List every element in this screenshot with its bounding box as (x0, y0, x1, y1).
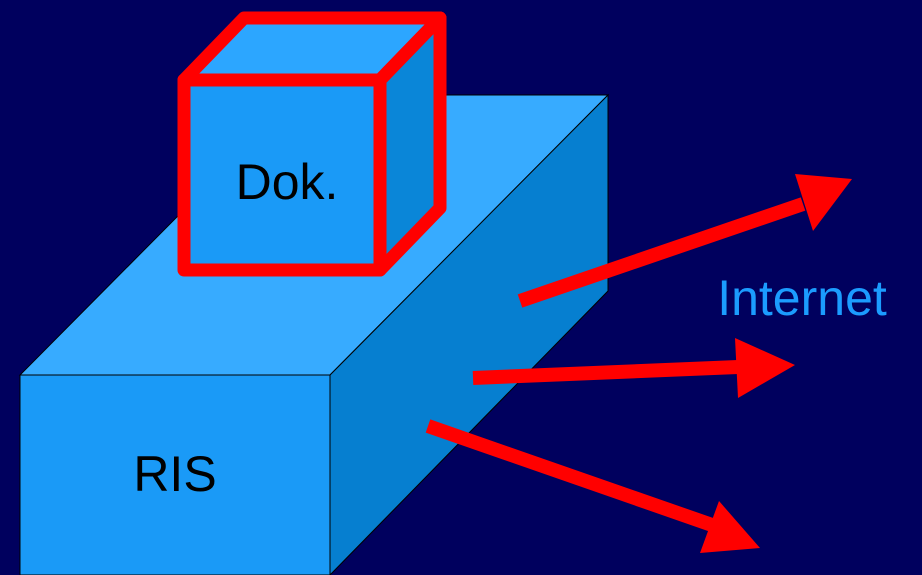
arrow-lower-head (700, 501, 760, 553)
internet-label: Internet (717, 270, 887, 326)
ris-label: RIS (133, 446, 216, 502)
arrow-upper-shaft (517, 197, 806, 308)
arrow-right-icon (472, 338, 795, 398)
arrow-lower-shaft (425, 419, 715, 532)
document-cube-front (177, 73, 387, 277)
arrows (425, 174, 852, 553)
document-cube-edge (373, 11, 447, 87)
document-label: Dok. (236, 154, 339, 210)
ris-box-front (19, 374, 331, 575)
arrow-right-icon (517, 174, 852, 308)
arrow-upper-head (795, 174, 852, 231)
document-cube: Dok. (177, 11, 447, 277)
arrow-middle-head (735, 338, 795, 398)
arrow-middle-shaft (472, 360, 739, 385)
arrow-right-icon (425, 419, 760, 553)
